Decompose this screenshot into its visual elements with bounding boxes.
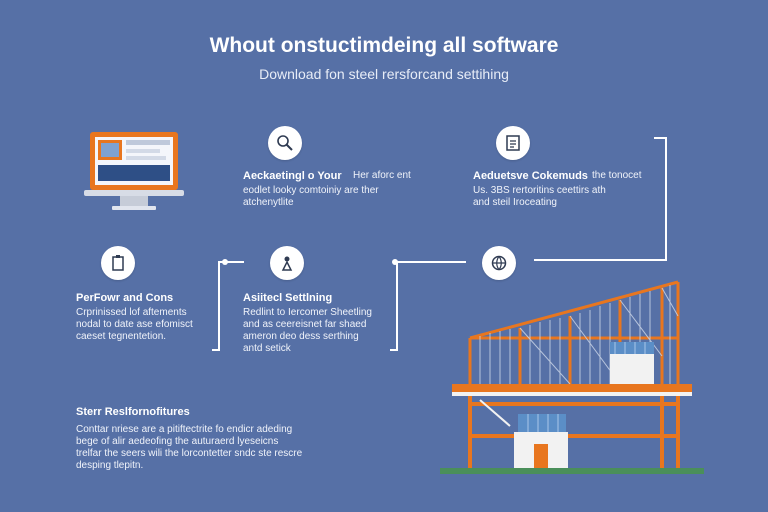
item-line: Her aforc ent <box>353 170 411 181</box>
item-line: bege of alir aedeofing the auturaerd lye… <box>76 436 279 447</box>
world-icon <box>482 246 516 280</box>
laptop-illustration <box>84 132 184 210</box>
ground-strip <box>440 468 704 474</box>
item-line: and as ceereisnet far shaed <box>243 319 367 330</box>
item-line: and steil Iroceating <box>473 197 557 208</box>
item-line: ameron deo dess serthing <box>243 331 359 342</box>
page-title: Whout onstuctimdeing all software <box>209 34 559 57</box>
wrench-gear-icon <box>268 126 302 160</box>
item-line: Crprinissed lof aftements <box>76 307 187 318</box>
item-title: PerFowr and Cons <box>76 292 174 304</box>
roof-truss <box>468 280 680 386</box>
connector-line <box>212 349 220 351</box>
item-title: Aeduetsve Cokemuds <box>473 170 588 182</box>
connector-line <box>534 259 667 261</box>
item-title: Asiitecl Settlning <box>243 292 333 304</box>
item-line: Conttar nriese are a pitiftectrite fo en… <box>76 424 293 435</box>
upper-house <box>610 352 654 384</box>
connector-dot <box>222 259 228 265</box>
item-line: desping tlepitn. <box>76 460 144 471</box>
house-door <box>534 444 548 468</box>
item-title: Sterr Reslfornofitures <box>76 406 190 418</box>
item-line: eodlet looky comtoiniy are ther <box>243 185 379 196</box>
item-line: trelfar the seers wili the lorcontetter … <box>76 448 303 459</box>
connector-line <box>218 261 220 351</box>
document-check-icon <box>496 126 530 160</box>
item-line: Redlint to Iercomer Sheetling <box>243 307 372 318</box>
connector-line <box>398 261 466 263</box>
item-line: atchenytlite <box>243 197 294 208</box>
lower-frame <box>468 396 680 468</box>
connector-line <box>390 349 398 351</box>
item-line: antd setick <box>243 343 291 354</box>
solar-panel <box>610 342 654 354</box>
item-line: nodal to date ase efomisct <box>76 319 193 330</box>
truss-web <box>479 285 679 385</box>
person-flag-icon <box>270 246 304 280</box>
page-subtitle: Download fon steel rersforcand settihing <box>259 66 509 82</box>
connector-line <box>654 137 667 139</box>
connector-dot <box>392 259 398 265</box>
clipboard-icon <box>101 246 135 280</box>
item-line: Us. 3BS rertoritins ceettirs ath <box>473 185 606 196</box>
item-line: caeset tegnentetion. <box>76 331 167 342</box>
platform-deck <box>452 384 692 392</box>
steel-structure-illustration <box>440 280 704 474</box>
connector-line <box>396 261 398 351</box>
connector-line <box>665 137 667 261</box>
connector-line <box>220 261 244 263</box>
solar-panel <box>518 414 566 432</box>
item-title: Aeckaetingl o Your <box>243 170 342 182</box>
item-line: the tonocet <box>592 170 642 181</box>
